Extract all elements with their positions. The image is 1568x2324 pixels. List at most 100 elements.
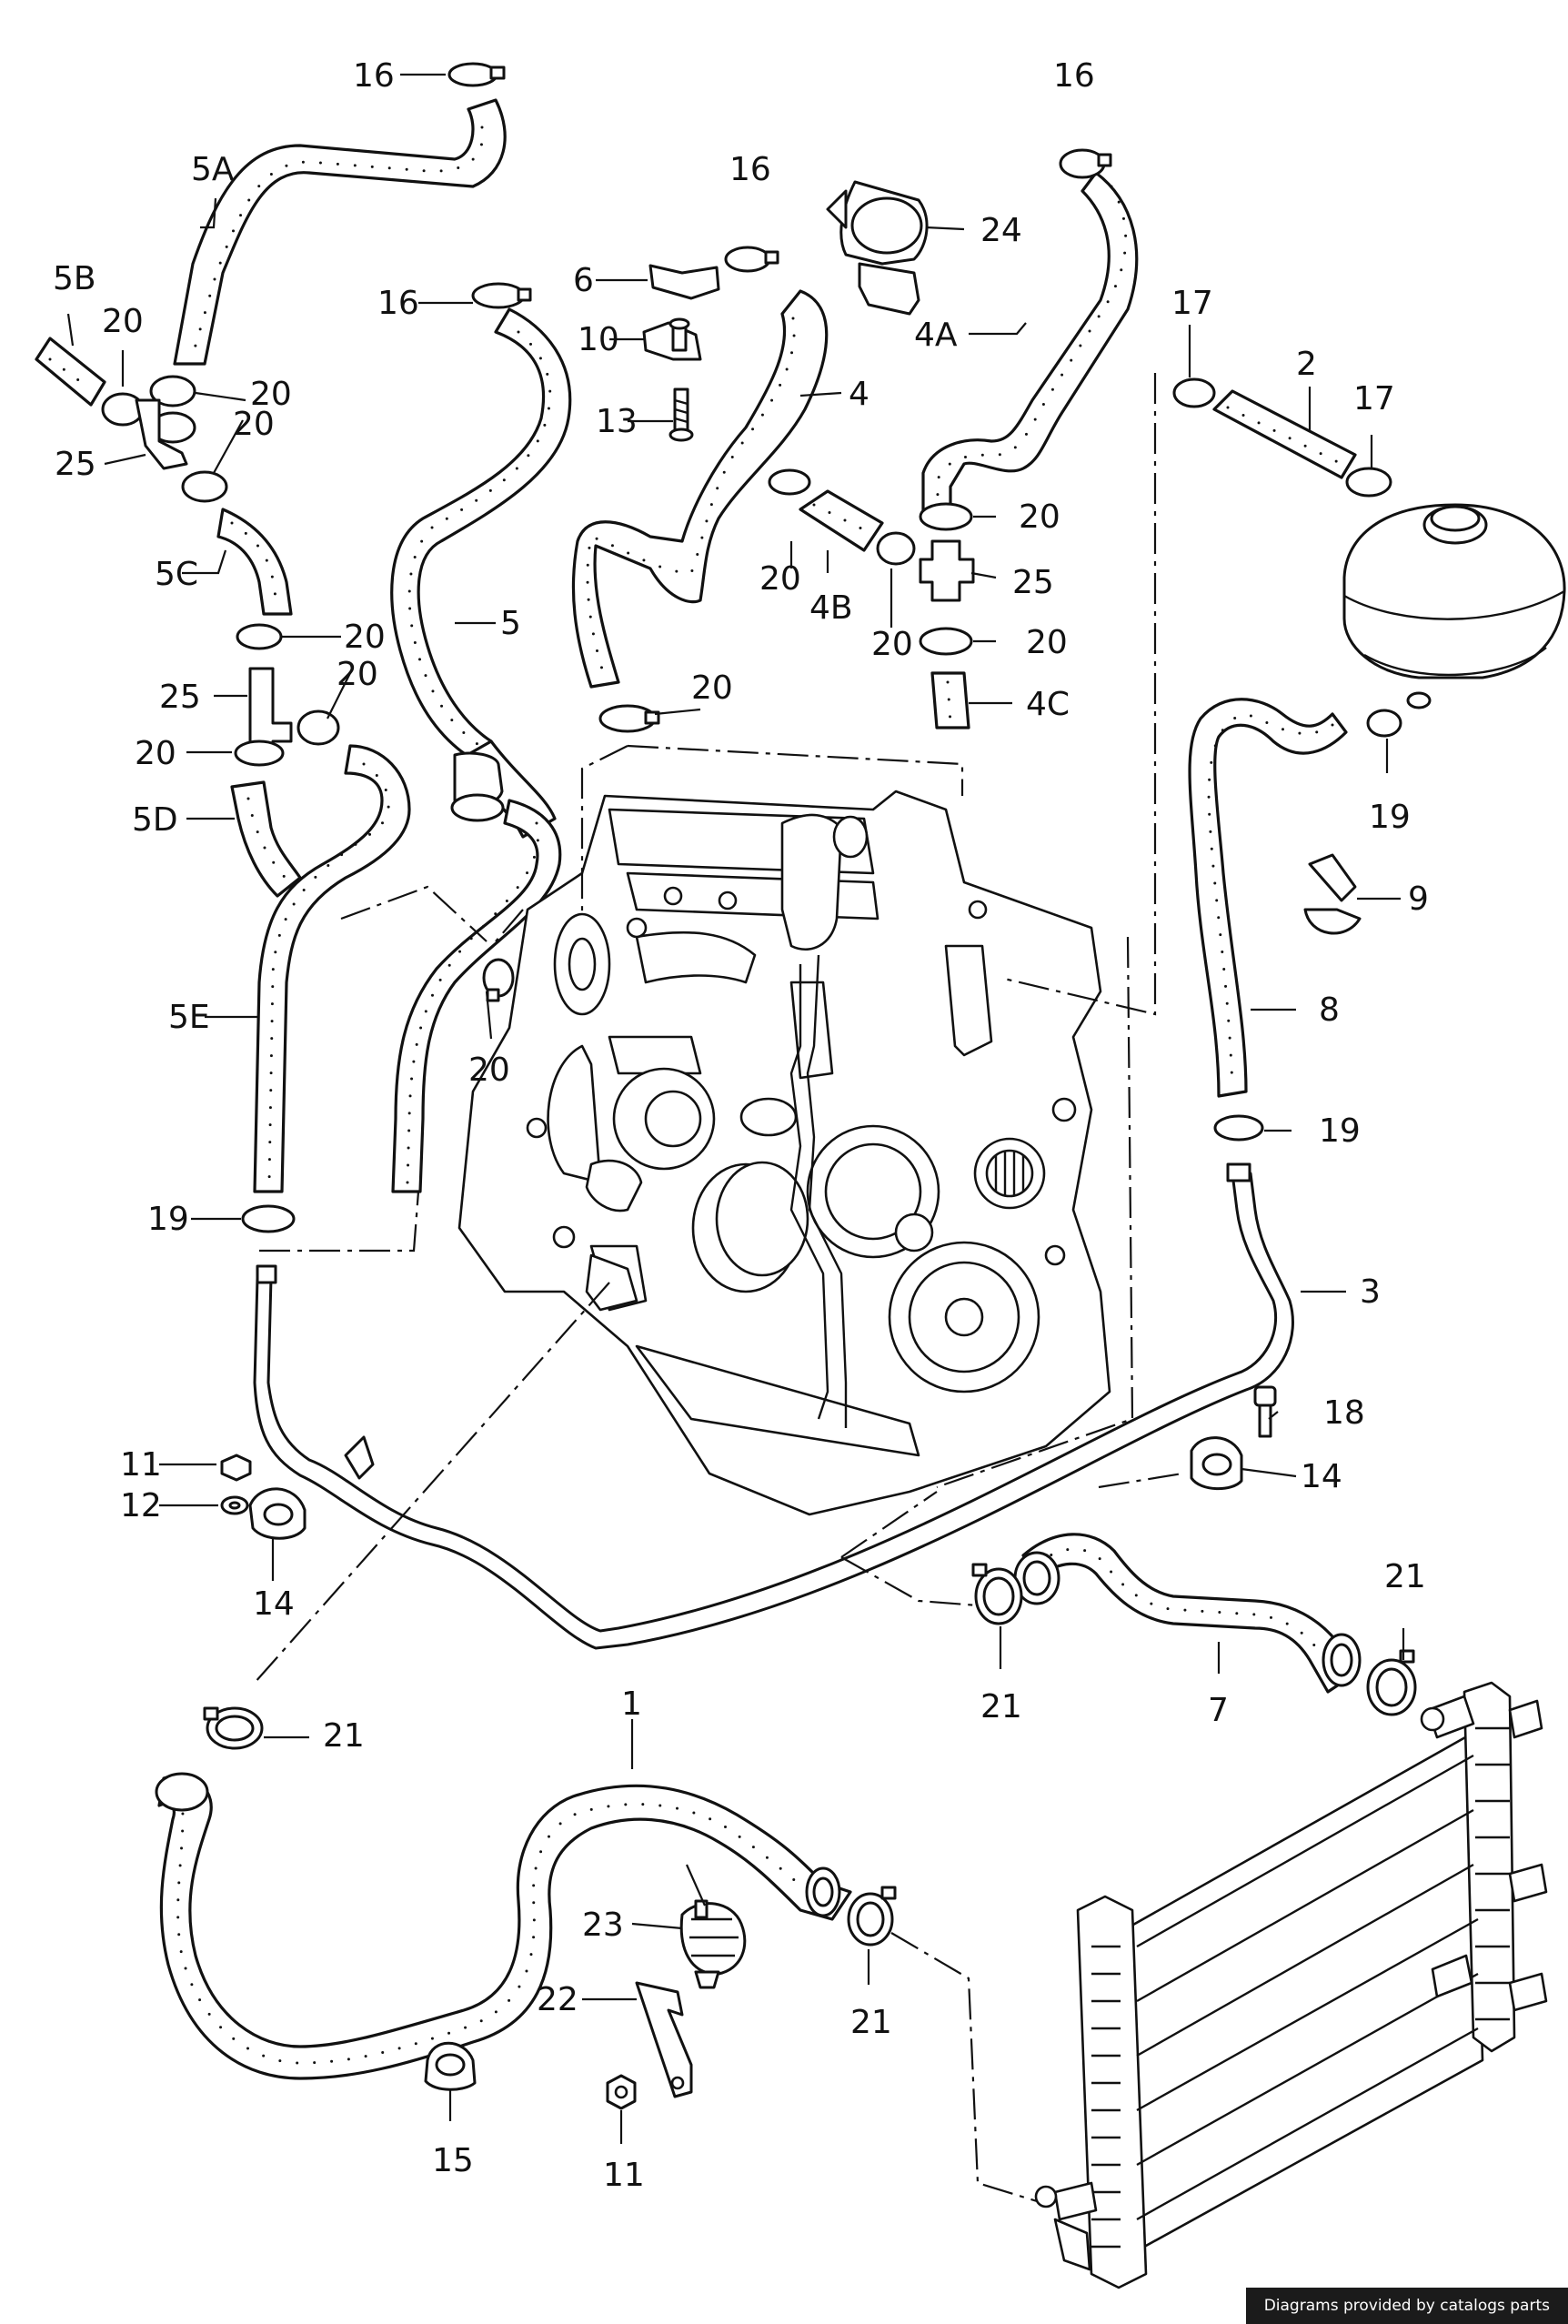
clamp-20g bbox=[598, 704, 660, 733]
callout-5C: 5C bbox=[155, 556, 198, 593]
callout-16c: 16 bbox=[729, 151, 771, 188]
callout-20f: 20 bbox=[468, 1051, 510, 1089]
clamp-17b bbox=[1345, 467, 1392, 498]
clamp-19a bbox=[241, 1204, 296, 1233]
callout-10: 10 bbox=[578, 321, 619, 358]
callout-1: 1 bbox=[621, 1685, 642, 1723]
hose-5D bbox=[230, 780, 302, 898]
callout-5E: 5E bbox=[168, 999, 210, 1036]
hose-5A bbox=[173, 62, 507, 366]
callout-20h: 20 bbox=[1019, 498, 1060, 536]
callout-7: 7 bbox=[1208, 1692, 1229, 1729]
clamp-16b bbox=[471, 282, 532, 309]
screw-13 bbox=[668, 387, 694, 442]
callout-19a: 19 bbox=[147, 1201, 189, 1238]
callout-3: 3 bbox=[1360, 1273, 1381, 1311]
callout-21c: 21 bbox=[1384, 1558, 1426, 1595]
callout-11a: 11 bbox=[120, 1446, 162, 1484]
callout-5B: 5B bbox=[53, 260, 96, 297]
radiator bbox=[1034, 1681, 1548, 2289]
bolt-18 bbox=[1253, 1385, 1277, 1438]
nut-11b bbox=[606, 2074, 637, 2110]
hose-4A bbox=[921, 148, 1139, 520]
callout-4B: 4B bbox=[809, 589, 853, 627]
nut-11a bbox=[220, 1454, 252, 1482]
callout-20j: 20 bbox=[871, 626, 913, 663]
callout-20k: 20 bbox=[1026, 624, 1068, 661]
callout-4: 4 bbox=[849, 376, 869, 413]
clip-14b bbox=[248, 1487, 307, 1540]
hose-5E bbox=[253, 744, 411, 1193]
callout-20i: 20 bbox=[759, 560, 801, 598]
clip-9 bbox=[1303, 853, 1362, 935]
engine-block bbox=[457, 790, 1111, 1516]
callout-14a: 14 bbox=[1301, 1458, 1342, 1495]
callout-11b: 11 bbox=[603, 2157, 645, 2194]
clamp-20f bbox=[482, 958, 515, 1002]
washer-12 bbox=[220, 1495, 249, 1515]
callout-9: 9 bbox=[1408, 880, 1429, 918]
clip-15 bbox=[424, 2041, 477, 2091]
callout-2: 2 bbox=[1296, 346, 1317, 383]
callout-19c: 19 bbox=[1319, 1112, 1361, 1150]
callout-24: 24 bbox=[980, 212, 1022, 249]
callout-25b: 25 bbox=[159, 679, 201, 716]
dash-lines bbox=[254, 373, 1183, 2203]
clamp-21b bbox=[971, 1563, 1023, 1625]
callout-25c: 25 bbox=[1012, 564, 1054, 601]
connector-25a bbox=[101, 375, 228, 503]
callout-15: 15 bbox=[432, 2142, 474, 2179]
callout-17a: 17 bbox=[1171, 285, 1213, 322]
callout-4C: 4C bbox=[1026, 686, 1070, 723]
holder-23 bbox=[679, 1899, 747, 1989]
hose-4B bbox=[799, 489, 884, 552]
clamp-16a bbox=[447, 62, 506, 87]
clamp-17a bbox=[1172, 377, 1216, 408]
callout-20a: 20 bbox=[102, 303, 144, 340]
bracket-22 bbox=[635, 1981, 693, 2098]
bracket-6 bbox=[648, 264, 720, 300]
tee-25b bbox=[234, 623, 340, 767]
callout-22: 22 bbox=[537, 1981, 578, 2018]
callout-20g: 20 bbox=[691, 669, 733, 707]
callout-16a: 16 bbox=[353, 57, 395, 95]
hose-7 bbox=[1013, 1533, 1362, 1694]
hose-5C bbox=[216, 508, 293, 616]
clamp-19c bbox=[1213, 1114, 1264, 1142]
tee-5 bbox=[450, 751, 505, 822]
footer-credit: Diagrams provided by catalogs parts bbox=[1245, 2288, 1568, 2324]
callout-5: 5 bbox=[500, 605, 521, 642]
callout-21a: 21 bbox=[323, 1717, 365, 1755]
tee-25c bbox=[876, 502, 975, 656]
callout-12: 12 bbox=[120, 1487, 162, 1524]
clamp-16d bbox=[1059, 148, 1112, 179]
callout-5D: 5D bbox=[132, 801, 178, 839]
callout-20x: 20 bbox=[135, 735, 176, 772]
callout-25a: 25 bbox=[55, 446, 96, 483]
hose-1 bbox=[155, 1772, 852, 2080]
callout-16b: 16 bbox=[377, 285, 419, 322]
hose-4 bbox=[571, 246, 829, 733]
clamp-21a bbox=[203, 1706, 264, 1750]
callout-5A: 5A bbox=[191, 151, 235, 188]
callout-18: 18 bbox=[1323, 1394, 1365, 1432]
clamp-21d bbox=[847, 1886, 897, 1947]
clamp-16c bbox=[724, 246, 779, 273]
holder-24 bbox=[826, 180, 929, 316]
hose-4C bbox=[768, 468, 970, 729]
callout-20d: 20 bbox=[344, 619, 386, 656]
callout-labels: 16 5A 5B 20 20 20 25 5C 20 25 20 20 5D 1… bbox=[53, 57, 1429, 2194]
callout-20e: 20 bbox=[337, 656, 378, 693]
callout-6: 6 bbox=[573, 262, 594, 299]
callout-8: 8 bbox=[1319, 991, 1340, 1029]
bolt-10 bbox=[642, 317, 702, 361]
callout-21b: 21 bbox=[980, 1688, 1022, 1725]
clamp-21c bbox=[1366, 1649, 1417, 1716]
callout-16d: 16 bbox=[1053, 57, 1095, 95]
callout-4A: 4A bbox=[914, 317, 958, 354]
leader-lines bbox=[66, 73, 1405, 2144]
callout-21d: 21 bbox=[850, 2004, 892, 2041]
hose-8 bbox=[1188, 698, 1402, 1142]
expansion-tank bbox=[1342, 503, 1566, 709]
